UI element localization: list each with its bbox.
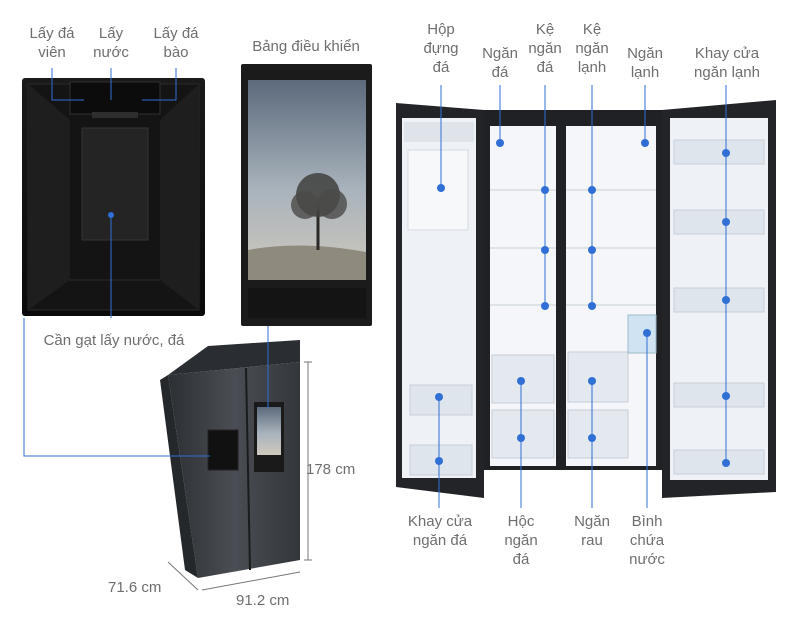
label-ice-cubes: Lấy đá viên — [29, 25, 75, 61]
label-crushed-ice: Lấy đá bào — [153, 25, 199, 61]
leader-lines — [23, 68, 727, 508]
dimension-height: 178 cm — [306, 461, 356, 478]
dimension-depth: 71.6 cm — [108, 579, 162, 596]
label-water-tank: Bình chứa nước — [629, 513, 665, 568]
dispenser-closeup — [22, 78, 205, 316]
label-freezer-door-tray: Khay cửa ngăn đá — [407, 513, 473, 549]
marker-dots — [108, 139, 730, 467]
fridge-exterior — [160, 340, 300, 578]
label-fridge-door-tray: Khay cửa ngăn lạnh — [694, 45, 760, 81]
label-control-panel: Bảng điều khiển — [252, 38, 360, 55]
label-fridge-shelf: Kệ ngăn lạnh — [575, 21, 609, 76]
label-fridge-compartment: Ngăn lạnh — [627, 45, 663, 81]
label-freezer-shelf: Kệ ngăn đá — [528, 21, 562, 76]
label-lever: Cần gạt lấy nước, đá — [43, 332, 185, 349]
label-freezer-drawer: Hộc ngăn đá — [504, 513, 538, 568]
label-ice-box: Hộp đựng đá — [423, 21, 459, 76]
label-water: Lấy nước — [93, 25, 129, 61]
fridge-interior — [396, 100, 776, 498]
label-freezer-compartment: Ngăn đá — [482, 45, 518, 81]
label-vegetable-drawer: Ngăn rau — [574, 513, 610, 549]
control-panel-closeup — [241, 64, 372, 326]
dimension-lines — [167, 361, 312, 591]
dimension-width: 91.2 cm — [236, 592, 290, 609]
